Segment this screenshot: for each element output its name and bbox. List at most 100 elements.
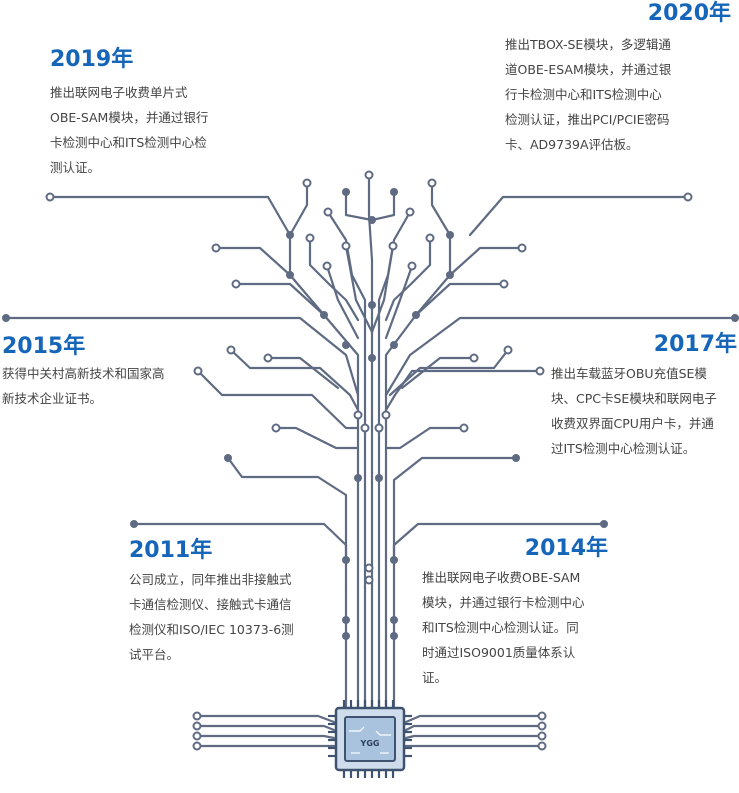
description-line: 卡通信检测仪、接触式卡通信 [129,597,292,612]
terminal-node [388,241,398,251]
terminal-node [192,731,202,741]
terminal-node [231,279,241,289]
milestone-2014: 2014年 推出联网电子收费OBE-SAM 模块，并通过银行卡检测中心 和ITS… [422,535,608,690]
terminal-node [192,741,202,751]
description-line: 块、CPC卡SE模块和联网电子 [551,391,717,406]
description-line: 模块，并通过银行卡检测中心 [422,595,585,610]
branch-left-d [229,348,360,412]
junction-node [320,311,328,319]
junction-node [354,474,362,482]
junction-node [390,632,398,640]
junction-node [342,556,350,564]
chip-pin-line [404,724,544,732]
branch-2017 [384,316,737,397]
crown-line [308,236,360,322]
milestone-year: 2017年 [653,332,737,357]
terminal-nodes [45,170,693,751]
branch-left-c [196,369,360,430]
terminal-node [499,279,509,289]
terminal-node [211,243,221,253]
junction-node [375,474,383,482]
crown-line [325,264,360,340]
description-line: 获得中关村高新技术和国家高 [2,366,165,381]
junction-node [390,556,398,564]
milestone-description: 获得中关村高新技术和国家高 新技术企业证书。 [2,361,202,411]
crown-line [370,244,395,334]
crown-line [214,246,292,277]
branch-2014 [392,522,606,590]
description-line: 卡检测中心和ITS检测中心检 [50,135,207,150]
junction-node [342,188,350,196]
terminal-node [302,178,312,188]
chip: YGG [328,700,412,778]
junction-node [390,341,398,349]
description-line: 卡、AD9739A评估板。 [505,137,639,152]
branch-right-e [400,356,476,390]
junction-node [224,454,232,462]
chip-pin-line [195,724,336,732]
description-line: 推出联网电子收费OBE-SAM [422,570,581,585]
terminal-node [537,711,547,721]
junction-node [2,314,10,322]
branch-left-b [274,426,360,450]
terminal-node [226,345,236,355]
terminal-node [517,243,527,253]
chip-core [344,716,396,762]
branch-right-b [384,426,466,450]
junction-node [512,454,520,462]
terminal-node [374,423,384,433]
description-line: 测认证。 [50,160,101,175]
milestone-year: 2014年 [524,536,608,561]
description-line: 推出TBOX-SE模块，多逻辑通 [505,37,671,52]
milestone-2020: 2020年 推出TBOX-SE模块，多逻辑通 道OBE-ESAM模块，并通过银 … [505,0,731,157]
terminal-node [427,178,437,188]
milestone-2011: 2011年 公司成立，同年推出非接触式 卡通信检测仪、接触式卡通信 检测仪和IS… [129,537,329,667]
junction-node [390,188,398,196]
crown-line [448,246,524,277]
crown-line [234,282,326,317]
branch-left-e [266,356,340,390]
description-line: 推出联网电子收费单片式 [50,85,188,100]
description-line: 试平台。 [129,647,180,662]
crown-line [384,264,414,340]
terminal-node [305,233,315,243]
description-line: 公司成立，同年推出非接触式 [129,572,292,587]
junction-node [368,301,376,309]
junction-node [446,231,454,239]
terminal-node [537,741,547,751]
terminal-node [193,366,203,376]
chip-core-traces [349,726,391,754]
chip-pin-line [195,714,336,724]
terminal-node [381,410,391,420]
terminal-node [425,233,435,243]
terminal-node [683,192,693,202]
milestone-2017: 2017年 推出车载蓝牙OBU充值SE模 块、CPC卡SE模块和联网电子 收费双… [551,331,737,461]
crown-line [344,244,374,334]
crown-line [414,282,506,317]
milestone-year: 2015年 [2,334,86,359]
crown-line [384,236,432,322]
milestone-2015: 2015年 获得中关村高新技术和国家高 新技术企业证书。 [2,333,202,411]
milestone-year: 2011年 [129,538,213,563]
crown-line [367,173,374,422]
chip-pin-line [195,734,336,740]
milestone-2019: 2019年 推出联网电子收费单片式 OBE-SAM模块，并通过银行 卡检测中心和… [50,46,250,180]
terminal-node [192,721,202,731]
junction-node [368,216,376,224]
crown-line [370,190,396,222]
milestone-description: 推出联网电子收费OBE-SAM 模块，并通过银行卡检测中心 和ITS检测中心检测… [422,565,608,690]
milestone-description: 推出联网电子收费单片式 OBE-SAM模块，并通过银行 卡检测中心和ITS检测中… [50,80,250,180]
branch-2020 [468,195,690,237]
description-line: 推出车载蓝牙OBU充值SE模 [551,366,707,381]
terminal-node [192,711,202,721]
terminal-node [537,731,547,741]
description-line: 行卡检测中心和ITS检测中心 [505,87,662,102]
description-line: 证。 [422,670,448,685]
chip-pin-line [404,734,544,740]
junction-node [390,616,398,624]
terminal-node [407,261,417,271]
branch-right-d [388,348,510,397]
terminal-node [405,207,415,217]
junction-node [286,231,294,239]
